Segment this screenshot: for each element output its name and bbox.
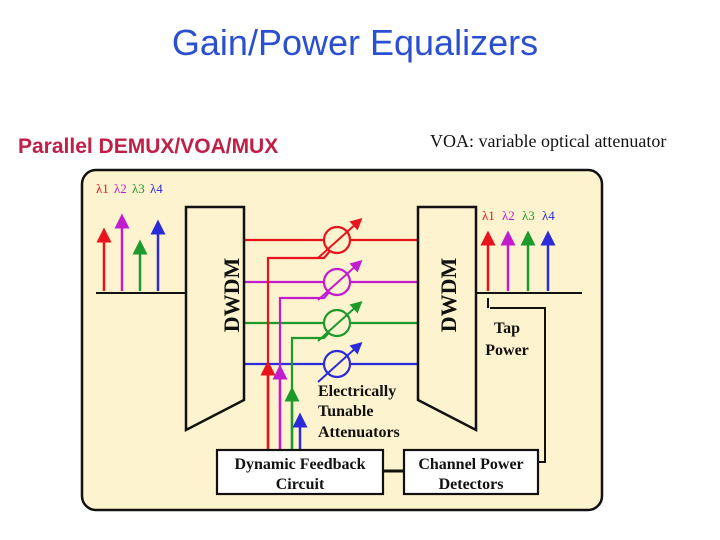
input-lambda-3: λ3 <box>132 181 145 196</box>
input-lambda-1: λ1 <box>96 181 109 196</box>
attenuators-caption-2: Tunable <box>318 403 373 420</box>
slide-title: Gain/Power Equalizers <box>171 22 539 63</box>
input-wavelength-labels: λ1 λ2 λ3 λ4 <box>96 181 163 196</box>
input-lambda-2: λ2 <box>114 181 127 196</box>
input-wavelength-arrows <box>96 213 166 291</box>
output-lambda-3: λ3 <box>522 208 535 223</box>
input-lambda-4: λ4 <box>150 181 163 196</box>
dwdm-mux-label: DWDM <box>436 257 461 332</box>
attenuator-1 <box>317 217 363 259</box>
dwdm-mux: DWDM <box>416 205 478 433</box>
figure-heading: Parallel DEMUX/VOA/MUX <box>18 135 278 158</box>
output-lambda-1: λ1 <box>482 208 495 223</box>
feedback-box-line-1: Dynamic Feedback <box>234 456 365 473</box>
output-wavelength-arrows <box>480 230 556 291</box>
attenuators-caption-1: Electrically <box>318 383 396 400</box>
tap-power-line-1: Tap <box>494 320 520 337</box>
output-lambda-4: λ4 <box>542 208 555 223</box>
voa-note: VOA: variable optical attenuator <box>430 131 666 151</box>
detectors-box-line-2: Detectors <box>439 476 504 493</box>
attenuator-2 <box>317 259 363 301</box>
attenuator-3 <box>317 300 363 342</box>
attenuator-4 <box>317 341 363 383</box>
attenuators-caption-3: Attenuators <box>318 424 400 441</box>
tap-line <box>490 307 546 463</box>
tunable-attenuators <box>317 217 363 383</box>
detectors-box-line-1: Channel Power <box>418 456 523 473</box>
tap-power-line-2: Power <box>485 342 529 359</box>
feedback-box-line-2: Circuit <box>276 476 325 493</box>
channel-power-detectors: Channel Power Detectors <box>402 448 540 496</box>
dwdm-demux: DWDM <box>184 205 246 433</box>
dynamic-feedback-circuit: Dynamic Feedback Circuit <box>215 448 385 496</box>
output-lambda-2: λ2 <box>502 208 515 223</box>
output-wavelength-labels: λ1 λ2 λ3 λ4 <box>482 208 555 223</box>
dwdm-demux-label: DWDM <box>219 257 244 332</box>
